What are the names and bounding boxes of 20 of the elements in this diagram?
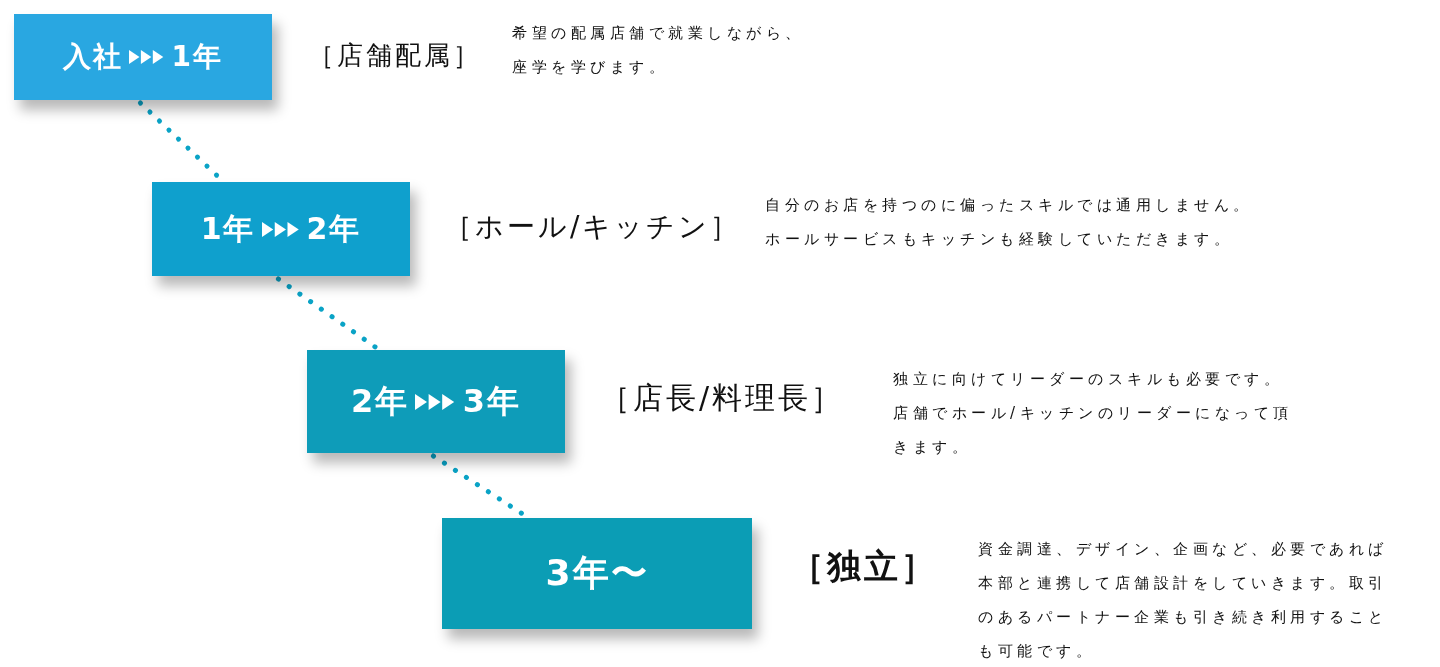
dotted-connector [275, 276, 380, 351]
role-heading: ［ホール/キッチン］ [444, 209, 742, 245]
role-heading: ［独立］ [790, 545, 938, 588]
stage-period: 3年 [462, 380, 522, 422]
stage-description: 資金調達、デザイン、企画など、必要であれば本部と連携して店舗設計をしていきます。取引のあるパートナー企業も引き続き利用することも可能です。 [978, 539, 1389, 662]
stage-description: 自分のお店を持つのに偏ったスキルでは通用しません。ホールサービスもキッチンも経験していただきます。 [765, 195, 1254, 250]
stage-period: 2年 [306, 209, 362, 248]
stage-box [152, 182, 410, 276]
stage-period: 入社 [63, 39, 124, 75]
stage-box [14, 14, 272, 100]
role-heading: ［店舗配属］ [308, 39, 482, 72]
stage-description: 希望の配属店舗で就業しながら、座学を学びます。 [512, 23, 806, 78]
stage-period: 2年 [350, 380, 410, 422]
stage-box [307, 350, 565, 453]
stage-period: 1年 [200, 209, 256, 248]
stage-period: 1年 [171, 39, 223, 75]
stage-description: 独立に向けてリーダーのスキルも必要です。店舗でホール/キッチンのリーダーになって頂きます。 [893, 369, 1293, 458]
stage-period: 3年〜 [545, 551, 649, 595]
stage-box [442, 518, 752, 629]
role-heading: ［店長/料理長］ [600, 379, 845, 417]
